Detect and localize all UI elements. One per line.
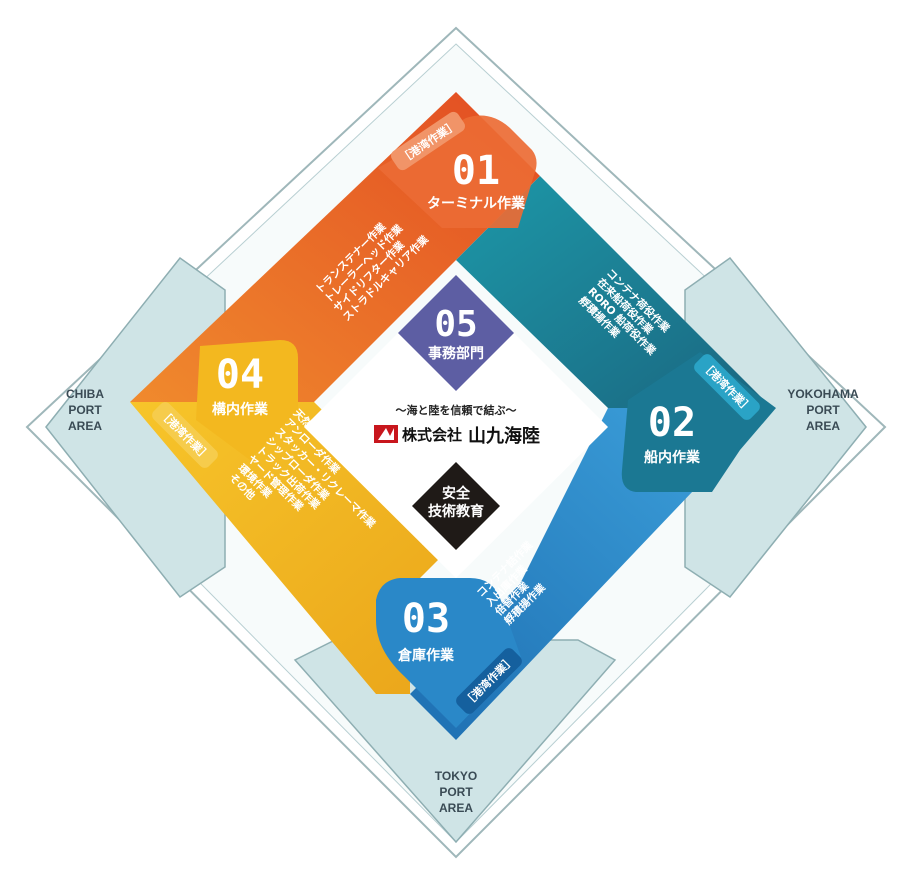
yokohama-port-label-1: YOKOHAMA xyxy=(787,387,859,401)
chiba-port-label-1: CHIBA xyxy=(66,387,104,401)
section-04-card[interactable]: ［港湾作業］ 04 構内作業 xyxy=(150,340,298,470)
yokohama-port-label-3: AREA xyxy=(806,419,840,433)
company-prefix: 株式会社 xyxy=(402,426,462,444)
section-01-number: 01 xyxy=(452,148,500,194)
company-name: 山九海陸 xyxy=(468,425,540,447)
section-01-card[interactable]: ［港湾作業］ 01 ターミナル作業 xyxy=(378,110,537,228)
section-01-title: ターミナル作業 xyxy=(427,195,526,212)
company-logo-icon xyxy=(374,425,398,443)
yokohama-port-label-2: PORT xyxy=(806,403,840,417)
band-onboard[interactable] xyxy=(456,176,772,408)
tokyo-port-label-1: TOKYO xyxy=(435,769,477,783)
section-04-number: 04 xyxy=(216,352,264,398)
section-02-card[interactable]: ［港湾作業］ 02 船内作業 xyxy=(621,352,776,492)
chiba-port-label-3: AREA xyxy=(68,419,102,433)
safety-line-2: 技術教育 xyxy=(428,503,484,520)
section-04-title: 構内作業 xyxy=(212,401,269,418)
section-05-title: 事務部門 xyxy=(428,345,484,362)
safety-education-card[interactable]: 安全 技術教育 xyxy=(412,462,500,550)
tokyo-port-label-3: AREA xyxy=(439,801,473,815)
section-03-title: 倉庫作業 xyxy=(397,647,455,664)
section-02-title: 船内作業 xyxy=(644,449,701,466)
section-05-card[interactable]: 05 事務部門 xyxy=(398,275,514,391)
section-02-number: 02 xyxy=(648,400,696,446)
section-05-number: 05 xyxy=(434,304,477,345)
section-03-number: 03 xyxy=(402,596,450,642)
center-panel xyxy=(304,275,608,578)
tokyo-port-label-2: PORT xyxy=(439,785,473,799)
safety-line-1: 安全 xyxy=(442,485,471,502)
chiba-port-label-2: PORT xyxy=(68,403,102,417)
company-block: 〜海と陸を信頼で結ぶ〜 株式会社 山九海陸 xyxy=(374,403,540,447)
slogan-text: 〜海と陸を信頼で結ぶ〜 xyxy=(396,403,517,417)
